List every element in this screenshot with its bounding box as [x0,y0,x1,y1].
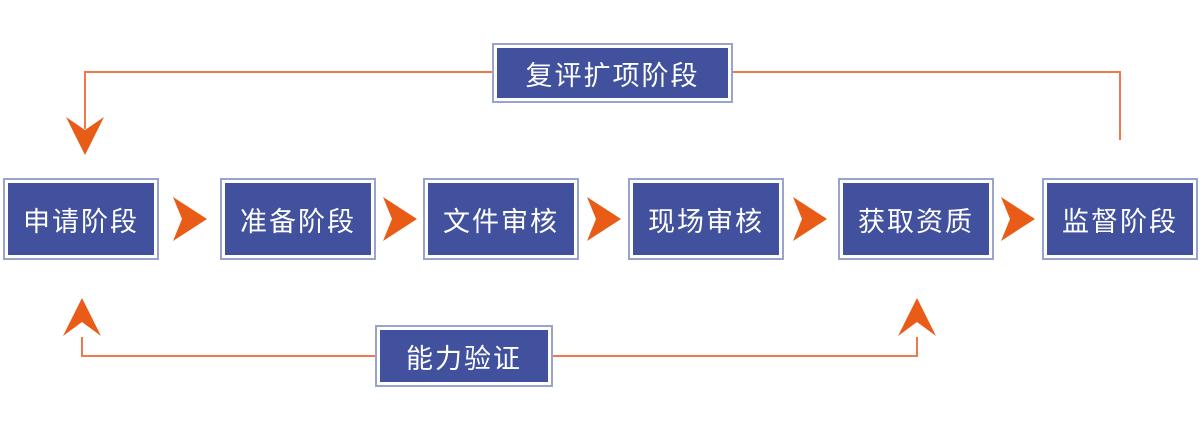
top-loop-box-reevaluation-expansion: 复评扩项阶段 [492,43,733,103]
flow-step-box-fill: 准备阶段 [225,183,371,255]
right-chevron-icon-2 [383,197,417,241]
right-chevron-icon-4 [793,197,827,241]
up-arrowhead-icon-left [63,298,101,336]
flow-step-box-onsite-review: 现场审核 [628,178,784,260]
bottom-loop-line-right [553,337,918,357]
top-loop-line-right [733,71,1121,140]
flow-step-box-obtain-qualification: 获取资质 [838,178,994,260]
flow-step-label: 现场审核 [648,206,764,237]
bottom-loop-line-left [81,337,375,357]
flow-step-label: 获取资质 [858,206,974,237]
flow-step-label: 申请阶段 [23,206,139,237]
flow-step-label: 准备阶段 [240,206,356,237]
flow-step-box-fill: 现场审核 [633,183,779,255]
flow-step-label: 文件审核 [443,206,559,237]
right-chevron-icon-1 [173,197,207,241]
flow-step-box-fill: 文件审核 [428,183,574,255]
flow-step-box-preparation: 准备阶段 [220,178,376,260]
bottom-loop-label: 能力验证 [406,343,522,374]
down-arrowhead-icon [66,117,104,155]
right-chevron-icon-3 [587,197,621,241]
flow-step-box-application: 申请阶段 [3,178,159,260]
up-arrowhead-icon-right [898,298,936,336]
bottom-loop-box-fill: 能力验证 [380,330,548,382]
flow-step-label: 监督阶段 [1062,206,1178,237]
top-loop-box-fill: 复评扩项阶段 [497,48,728,98]
flow-step-box-fill: 监督阶段 [1047,183,1193,255]
bottom-loop-box-capability-verification: 能力验证 [375,325,553,387]
right-chevron-icon-5 [1001,197,1035,241]
flow-step-box-supervision: 监督阶段 [1042,178,1198,260]
top-loop-label: 复评扩项阶段 [525,60,700,91]
flow-step-box-fill: 申请阶段 [8,183,154,255]
flow-step-box-document-review: 文件审核 [423,178,579,260]
flow-step-box-fill: 获取资质 [843,183,989,255]
top-loop-line-left [84,71,492,129]
